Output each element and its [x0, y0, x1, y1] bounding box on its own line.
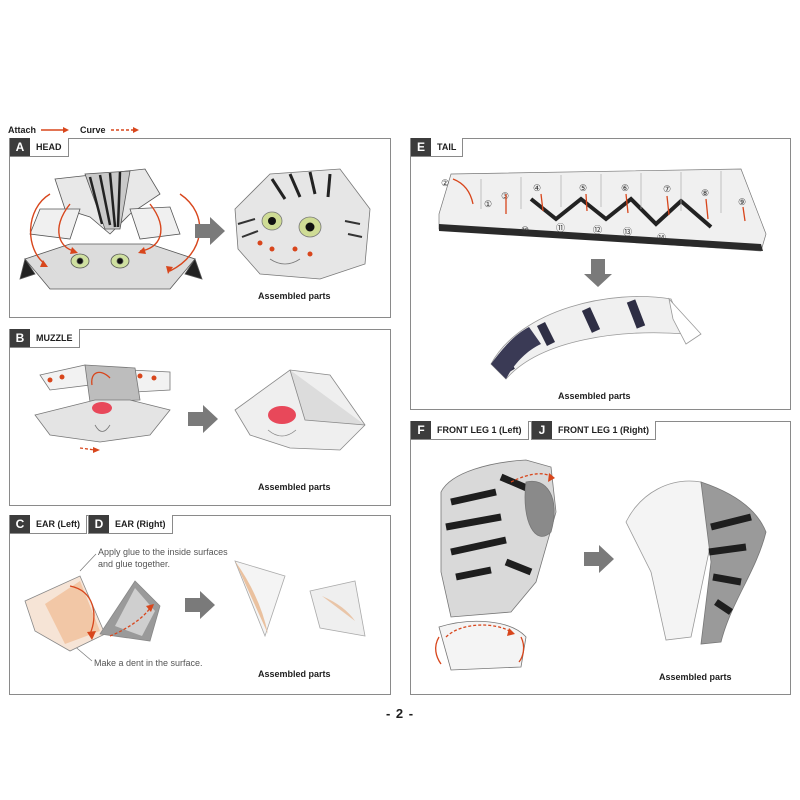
- curve-arrow-icon: [110, 126, 140, 134]
- step-number: ②: [441, 178, 449, 188]
- process-arrow-icon: [584, 259, 612, 287]
- step-number: ⑭: [657, 233, 666, 243]
- assembled-parts-label: Assembled parts: [258, 669, 331, 679]
- tail-net: [439, 169, 766, 251]
- panel-muzzle: B MUZZLE Assembled parts: [9, 329, 391, 506]
- step-number: ⑥: [621, 183, 629, 193]
- process-arrow-icon: [584, 545, 614, 573]
- step-number: ⑪: [556, 223, 565, 233]
- assembled-ear-left: [235, 561, 285, 636]
- assembled-ear-right: [310, 581, 365, 636]
- panel-front-leg: F FRONT LEG 1 (Left) J FRONT LEG 1 (Righ…: [410, 421, 791, 695]
- ear-illustration: [10, 516, 392, 696]
- step-number: ④: [533, 183, 541, 193]
- muzzle-net: [35, 365, 170, 442]
- front-leg-net: [439, 460, 556, 670]
- step-number: ⑩: [521, 225, 529, 235]
- assembled-parts-label: Assembled parts: [258, 291, 331, 301]
- step-number: ①: [484, 199, 492, 209]
- step-number: ⑬: [623, 227, 632, 237]
- assembled-head: [235, 169, 370, 279]
- head-illustration: [10, 139, 392, 319]
- tail-illustration: ② ① ③ ④ ⑤ ⑥ ⑦ ⑧ ⑨ ⑩ ⑪ ⑫ ⑬ ⑭: [411, 139, 792, 411]
- process-arrow-icon: [185, 591, 215, 619]
- step-number: ⑧: [701, 188, 709, 198]
- step-number: ⑦: [663, 184, 671, 194]
- panel-ear: C EAR (Left) D EAR (Right) Apply glue to…: [9, 515, 391, 695]
- ear-net: [25, 576, 160, 651]
- assembled-front-leg: [626, 481, 766, 644]
- page-number: - 2 -: [0, 706, 800, 721]
- assembled-parts-label: Assembled parts: [258, 482, 331, 492]
- assembled-parts-label: Assembled parts: [558, 391, 631, 401]
- assembled-parts-label: Assembled parts: [659, 672, 732, 682]
- step-number: ⑫: [593, 225, 602, 235]
- head-net: [20, 169, 202, 289]
- legend: Attach Curve: [8, 123, 140, 137]
- step-number: ⑤: [579, 183, 587, 193]
- attach-arrow-icon: [40, 126, 70, 134]
- muzzle-illustration: [10, 330, 392, 507]
- step-number: ③: [501, 191, 509, 201]
- assembled-muzzle: [235, 370, 365, 450]
- legend-attach-label: Attach: [8, 125, 36, 135]
- step-number: ⑨: [738, 197, 746, 207]
- front-leg-illustration: [411, 422, 792, 696]
- panel-tail: E TAIL ② ① ③ ④ ⑤ ⑥ ⑦ ⑧ ⑨ ⑩ ⑪ ⑫ ⑬ ⑭: [410, 138, 791, 410]
- legend-curve-label: Curve: [80, 125, 106, 135]
- assembled-tail: [491, 297, 701, 379]
- panel-head: A HEAD: [9, 138, 391, 318]
- process-arrow-icon: [188, 405, 218, 433]
